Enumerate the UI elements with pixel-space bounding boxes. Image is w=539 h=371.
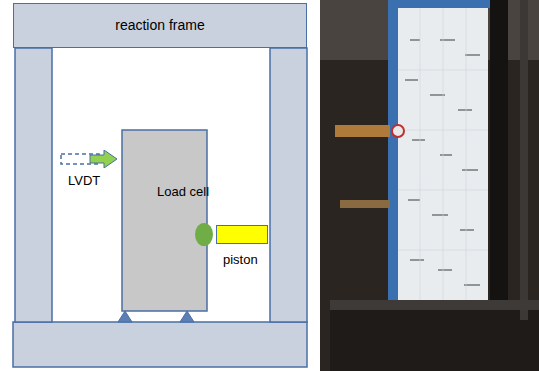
node-label: Load cell (157, 185, 209, 199)
frame-column (270, 48, 307, 322)
wall-specimen (122, 130, 207, 311)
piston: piston (216, 225, 268, 244)
lvdt-sensor: LVDT (60, 150, 118, 168)
support-triangle (118, 311, 132, 322)
base-beam (13, 322, 307, 367)
lvdt-arrow (60, 150, 118, 168)
frame-column (15, 48, 52, 322)
reaction-frame-beam: reaction frame (13, 3, 307, 48)
photo (320, 0, 539, 371)
node-label: reaction frame (115, 18, 204, 33)
node-label: LVDT (68, 174, 100, 188)
arrow-head (90, 150, 117, 168)
node-label: piston (223, 253, 258, 267)
support-triangle (180, 311, 194, 322)
load-cell: Load cell (195, 223, 213, 246)
